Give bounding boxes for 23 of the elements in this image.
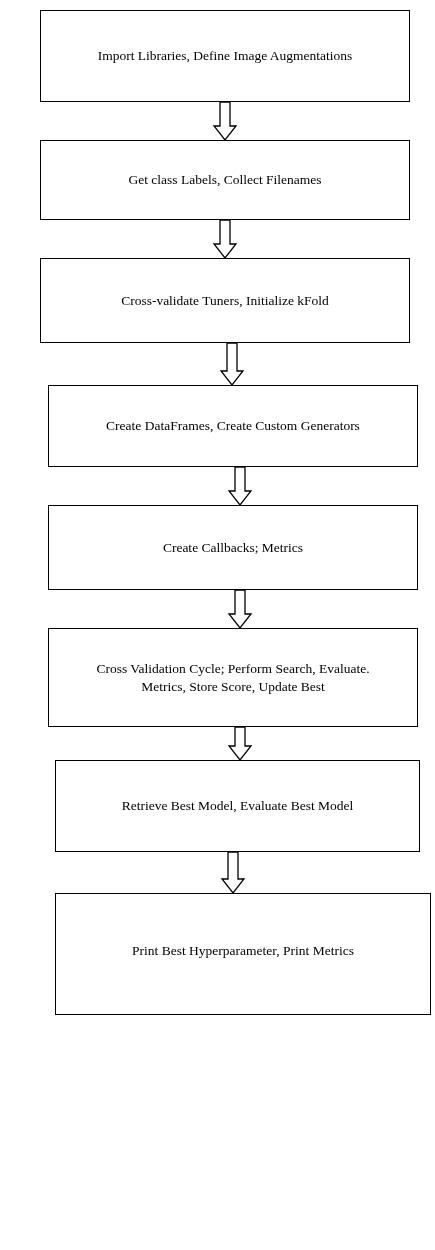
process-box [40, 258, 410, 343]
block-arrow [220, 851, 246, 895]
process-box [48, 505, 418, 590]
process-box [40, 10, 410, 102]
process-box [40, 140, 410, 220]
step-text: Print Best Hyperparameter, Print Metrics [132, 942, 354, 960]
block-arrow [219, 342, 245, 387]
process-box [55, 893, 431, 1015]
block-arrow [212, 219, 238, 260]
step-text: Create DataFrames, Create Custom Generators [106, 417, 360, 435]
block-arrow [212, 101, 238, 142]
step-text: Import Libraries, Define Image Augmentations [97, 47, 353, 65]
block-arrow [227, 466, 253, 507]
step-text: Cross Validation Cycle; Perform Search, Evaluate. Metrics, Store Score, Update Best [95, 659, 371, 696]
step-text: Retrieve Best Model, Evaluate Best Model [121, 797, 354, 815]
block-arrow [227, 589, 253, 630]
step-text: Get class Labels, Collect Filenames [128, 171, 322, 189]
block-arrow [227, 726, 253, 762]
process-box [48, 385, 418, 467]
process-box [55, 760, 420, 852]
process-box [48, 628, 418, 727]
step-text: Create Callbacks; Metrics [162, 538, 304, 557]
step-text: Cross-validate Tuners, Initialize kFold [121, 291, 329, 310]
